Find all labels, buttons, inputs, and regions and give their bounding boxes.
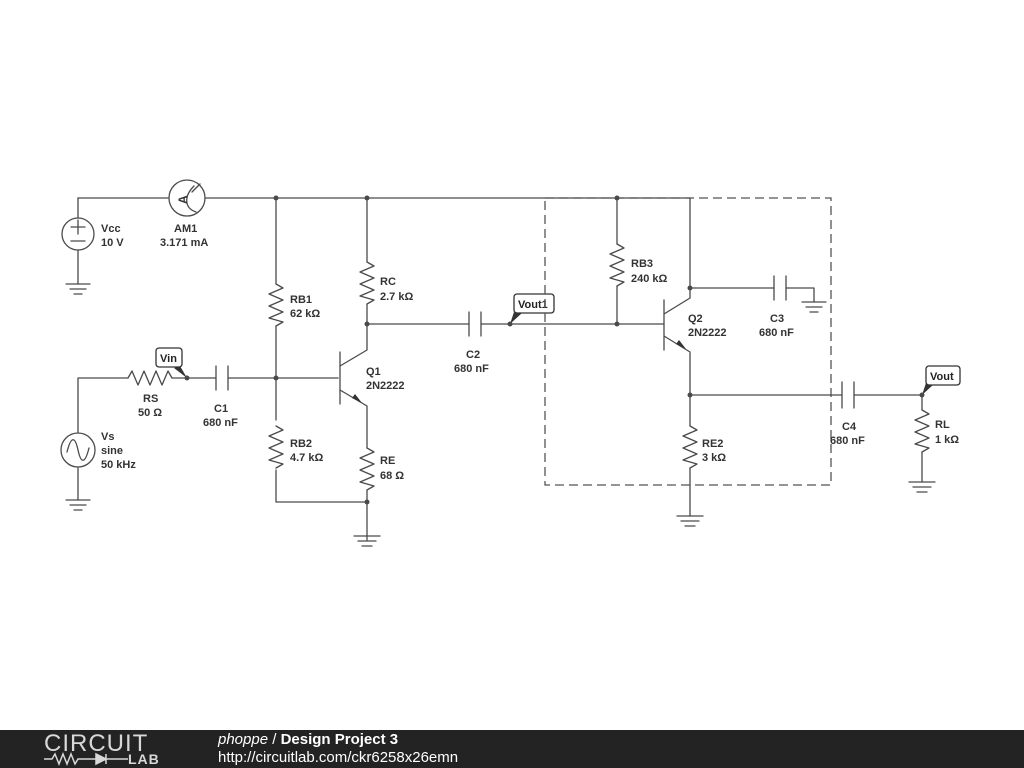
vout1-probe-label: Vout1 xyxy=(518,299,548,311)
q1-transistor[interactable] xyxy=(337,323,368,449)
c3-value: 680 nF xyxy=(759,327,794,339)
c1-value: 680 nF xyxy=(203,417,238,429)
junction-dots xyxy=(184,195,925,505)
rb1-resistor[interactable] xyxy=(268,283,284,327)
project-title[interactable]: Design Project 3 xyxy=(280,731,399,748)
wire-c3 xyxy=(689,287,815,303)
vcc-label: Vcc xyxy=(101,223,121,235)
c4-label: C4 xyxy=(842,421,857,433)
c2-label: C2 xyxy=(466,349,480,361)
rb2-label: RB2 xyxy=(290,438,312,450)
logo-circuit-text: CIRCUIT xyxy=(44,730,149,757)
rb3-value: 240 kΩ xyxy=(631,273,668,285)
re-value: 68 Ω xyxy=(380,470,404,482)
rc-label: RC xyxy=(380,276,396,288)
logo-resistor-diode-icon xyxy=(44,752,128,766)
rb2-value: 4.7 kΩ xyxy=(290,452,323,464)
c1-label: C1 xyxy=(214,403,228,415)
rl-label: RL xyxy=(935,419,950,431)
c1-capacitor[interactable] xyxy=(215,365,229,391)
c4-capacitor[interactable] xyxy=(841,381,855,409)
vin-probe[interactable]: Vin xyxy=(155,347,187,378)
owner-link[interactable]: phoppe xyxy=(218,731,269,748)
q1-label: Q1 xyxy=(366,366,381,378)
rb3-resistor[interactable] xyxy=(609,243,625,287)
rl-value: 1 kΩ xyxy=(935,434,959,446)
circuitlab-logo[interactable]: CIRCUIT LAB xyxy=(44,730,174,768)
vcc-value: 10 V xyxy=(101,237,124,249)
footer-bar: CIRCUIT LAB phoppe / Design Project 3 ht… xyxy=(0,730,1024,768)
vout-probe[interactable]: Vout xyxy=(922,365,961,395)
project-url-link[interactable]: http://circuitlab.com/ckr6258x26emn xyxy=(218,749,459,766)
rb3-label: RB3 xyxy=(631,258,653,270)
q2-value: 2N2222 xyxy=(688,327,727,339)
vs-value: 50 kHz xyxy=(101,459,136,471)
re-resistor[interactable] xyxy=(359,447,375,491)
ground-c3-icon xyxy=(801,301,827,313)
re-label: RE xyxy=(380,455,395,467)
schematic-canvas: Vcc 10 V A AM1 3.171 mA RB1 62 kΩ RB2 4.… xyxy=(60,179,961,547)
q1-value: 2N2222 xyxy=(366,380,405,392)
wire-input xyxy=(77,377,339,501)
rb1-value: 62 kΩ xyxy=(290,308,320,320)
re2-resistor[interactable] xyxy=(682,425,698,469)
q2-transistor[interactable] xyxy=(663,197,691,427)
vout1-probe[interactable]: Vout1 xyxy=(510,293,555,324)
rs-resistor[interactable] xyxy=(127,370,188,386)
c2-capacitor[interactable] xyxy=(468,311,482,337)
am1-label: AM1 xyxy=(174,223,197,235)
vs-sine-source[interactable] xyxy=(60,432,96,511)
rs-label: RS xyxy=(143,393,158,405)
project-breadcrumb: phoppe / Design Project 3 xyxy=(218,731,398,749)
c4-value: 680 nF xyxy=(830,435,865,447)
ground-re2-icon xyxy=(676,515,704,527)
ground-q1-icon xyxy=(353,535,381,547)
rs-value: 50 Ω xyxy=(138,407,162,419)
c3-capacitor[interactable] xyxy=(773,275,787,301)
logo-lab-text: LAB xyxy=(128,751,160,767)
breadcrumb-separator: / xyxy=(268,731,281,748)
rc-resistor[interactable] xyxy=(359,261,375,305)
c3-label: C3 xyxy=(770,313,784,325)
re2-value: 3 kΩ xyxy=(702,452,726,464)
buffer-stage-box xyxy=(544,197,832,486)
am1-value: 3.171 mA xyxy=(160,237,208,249)
vout-probe-label: Vout xyxy=(930,371,954,383)
wire-rb-branch xyxy=(275,197,368,503)
ground-rl-icon xyxy=(908,481,936,493)
wire-output-rail xyxy=(689,394,923,483)
rb2-resistor[interactable] xyxy=(268,425,284,469)
re2-label: RE2 xyxy=(702,438,723,450)
rl-resistor[interactable] xyxy=(914,409,930,453)
rb1-label: RB1 xyxy=(290,294,312,306)
vcc-source[interactable] xyxy=(61,197,95,295)
vin-probe-label: Vin xyxy=(160,353,177,365)
ammeter-icon[interactable]: A xyxy=(168,179,206,217)
c2-value: 680 nF xyxy=(454,363,489,375)
svg-text:A: A xyxy=(176,195,190,204)
vs-type: sine xyxy=(101,445,123,457)
q2-label: Q2 xyxy=(688,313,703,325)
rc-value: 2.7 kΩ xyxy=(380,291,413,303)
vs-label: Vs xyxy=(101,431,114,443)
